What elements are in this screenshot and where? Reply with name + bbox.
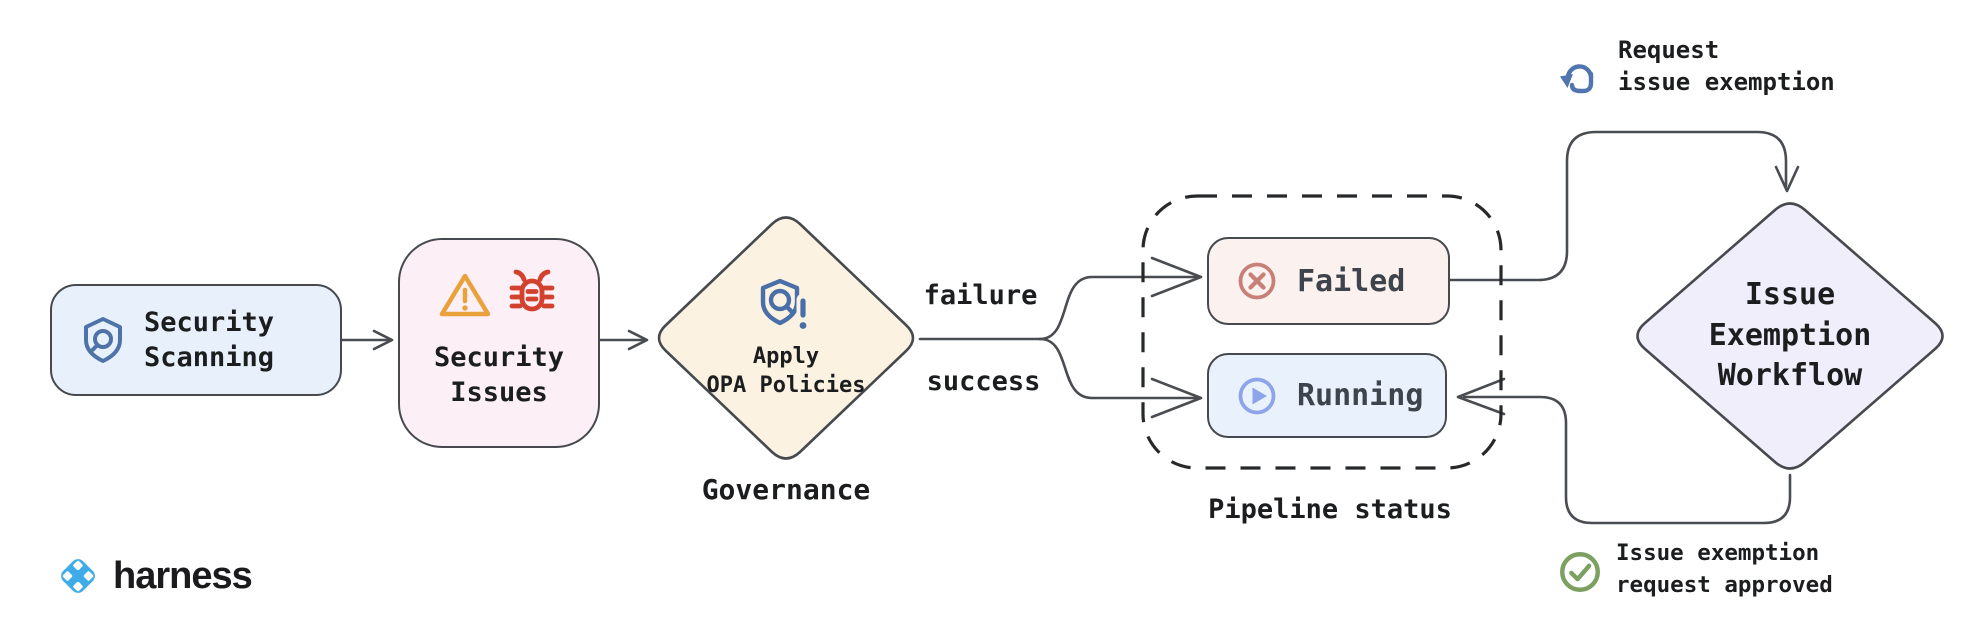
node-running: Running (1207, 353, 1447, 438)
arrowhead-failed-to-exemption (1774, 165, 1800, 193)
node-failed: Failed (1207, 237, 1450, 325)
governance-diamond-shape (657, 216, 915, 460)
approved-annotation: Issue exemption request approved (1556, 538, 1833, 601)
apply-opa-policies-label: Apply OPA Policies (706, 343, 866, 398)
arrowhead-failure-branch (1150, 256, 1203, 298)
approved-label: Issue exemption request approved (1616, 540, 1833, 598)
node-security-issues: Security Issues (398, 238, 600, 448)
harness-wordmark: harness (113, 554, 253, 597)
issue-exemption-workflow-label: Issue Exemption Workflow (1708, 277, 1872, 394)
node-apply-opa-policies: Apply OPA Policies (652, 211, 920, 465)
harness-logo-icon (61, 559, 95, 593)
security-scanning-label: Security Scanning (144, 306, 275, 373)
failed-label: Failed (1297, 263, 1406, 299)
harness-logo: harness (52, 550, 253, 602)
node-security-scanning: Security Scanning (50, 284, 342, 396)
security-issues-label: Security Issues (433, 342, 565, 409)
hand-click-icon (1560, 64, 1594, 94)
security-issues-icons (437, 266, 561, 324)
issue-exemption-diamond-shape (1636, 202, 1944, 470)
arrowhead-issues-to-governance (627, 329, 649, 351)
edge-exemption-to-running (1462, 395, 1792, 525)
circle-x-icon (1238, 262, 1276, 300)
governance-caption: Governance (701, 473, 871, 506)
arrowhead-success-branch (1150, 377, 1203, 419)
failure-edge-label: failure (923, 280, 1038, 311)
node-issue-exemption-workflow: Issue Exemption Workflow (1630, 197, 1950, 475)
edge-failed-to-exemption (1448, 130, 1788, 282)
edge-failure-branch (1038, 275, 1198, 341)
success-edge-label: success (926, 366, 1041, 397)
shield-search-icon (84, 317, 122, 363)
edge-success-branch (1038, 337, 1198, 400)
request-exemption-annotation: Request issue exemption (1556, 34, 1835, 100)
warning-triangle-icon (439, 273, 491, 317)
running-label: Running (1297, 378, 1424, 413)
arrowhead-scanning-to-issues (372, 329, 394, 351)
bug-icon (509, 269, 555, 312)
pipeline-status-group-border (1141, 194, 1503, 470)
pipeline-status-caption: Pipeline status (1208, 494, 1452, 525)
shield-policy-alert-icon (760, 278, 810, 333)
request-exemption-label: Request issue exemption (1618, 36, 1835, 97)
circle-play-icon (1238, 377, 1276, 414)
circle-check-icon (1560, 552, 1600, 592)
arrowhead-exemption-to-running (1456, 377, 1506, 416)
